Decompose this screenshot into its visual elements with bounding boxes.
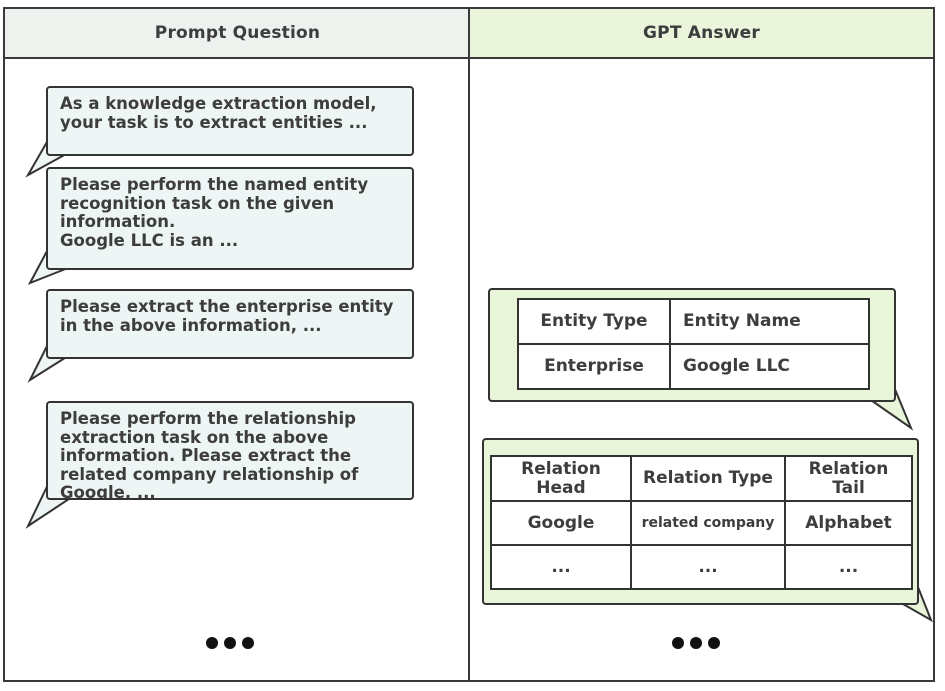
relation-tail-cell-ellipsis: ...: [784, 544, 913, 590]
table-row: Entity Type Entity Name: [517, 298, 870, 345]
dot-icon: [708, 637, 720, 649]
prompt-question-title: Prompt Question: [154, 23, 321, 43]
relation-tail-header: Relation Tail: [784, 455, 913, 502]
relation-head-cell-ellipsis: ...: [490, 544, 632, 590]
table-row: ... ... ...: [490, 544, 913, 590]
prompt-question-header: Prompt Question: [5, 9, 470, 59]
gpt-answer-title: GPT Answer: [643, 23, 760, 43]
table-row: Relation Head Relation Type Relation Tai…: [490, 455, 913, 502]
prompt-bubble-3: Please extract the enterprise entity in …: [46, 289, 414, 359]
relation-tail-cell: Alphabet: [784, 500, 913, 546]
dot-icon: [672, 637, 684, 649]
relation-type-cell-ellipsis: ...: [630, 544, 786, 590]
dot-icon: [690, 637, 702, 649]
entity-type-cell: Enterprise: [517, 343, 671, 390]
entity-name-cell: Google LLC: [669, 343, 870, 390]
relation-head-cell: Google: [490, 500, 632, 546]
entity-table: Entity Type Entity Name Enterprise Googl…: [517, 298, 870, 390]
dot-icon: [206, 637, 218, 649]
answer-more-dots: [672, 637, 720, 649]
table-row: Enterprise Google LLC: [517, 343, 870, 390]
prompt-bubble-1: As a knowledge extraction model, your ta…: [46, 86, 414, 156]
table-row: Google related company Alphabet: [490, 500, 913, 546]
entity-name-header: Entity Name: [669, 298, 870, 345]
gpt-answer-header: GPT Answer: [470, 9, 933, 59]
relation-table: Relation Head Relation Type Relation Tai…: [490, 455, 913, 590]
entity-type-header: Entity Type: [517, 298, 671, 345]
prompt-bubble-4: Please perform the relationship extracti…: [46, 401, 414, 500]
column-divider: [468, 9, 470, 680]
relation-type-cell: related company: [630, 500, 786, 546]
relation-head-header: Relation Head: [490, 455, 632, 502]
prompt-bubble-2: Please perform the named entity recognit…: [46, 167, 414, 270]
relation-type-header: Relation Type: [630, 455, 786, 502]
prompt-more-dots: [206, 637, 254, 649]
dot-icon: [224, 637, 236, 649]
dot-icon: [242, 637, 254, 649]
